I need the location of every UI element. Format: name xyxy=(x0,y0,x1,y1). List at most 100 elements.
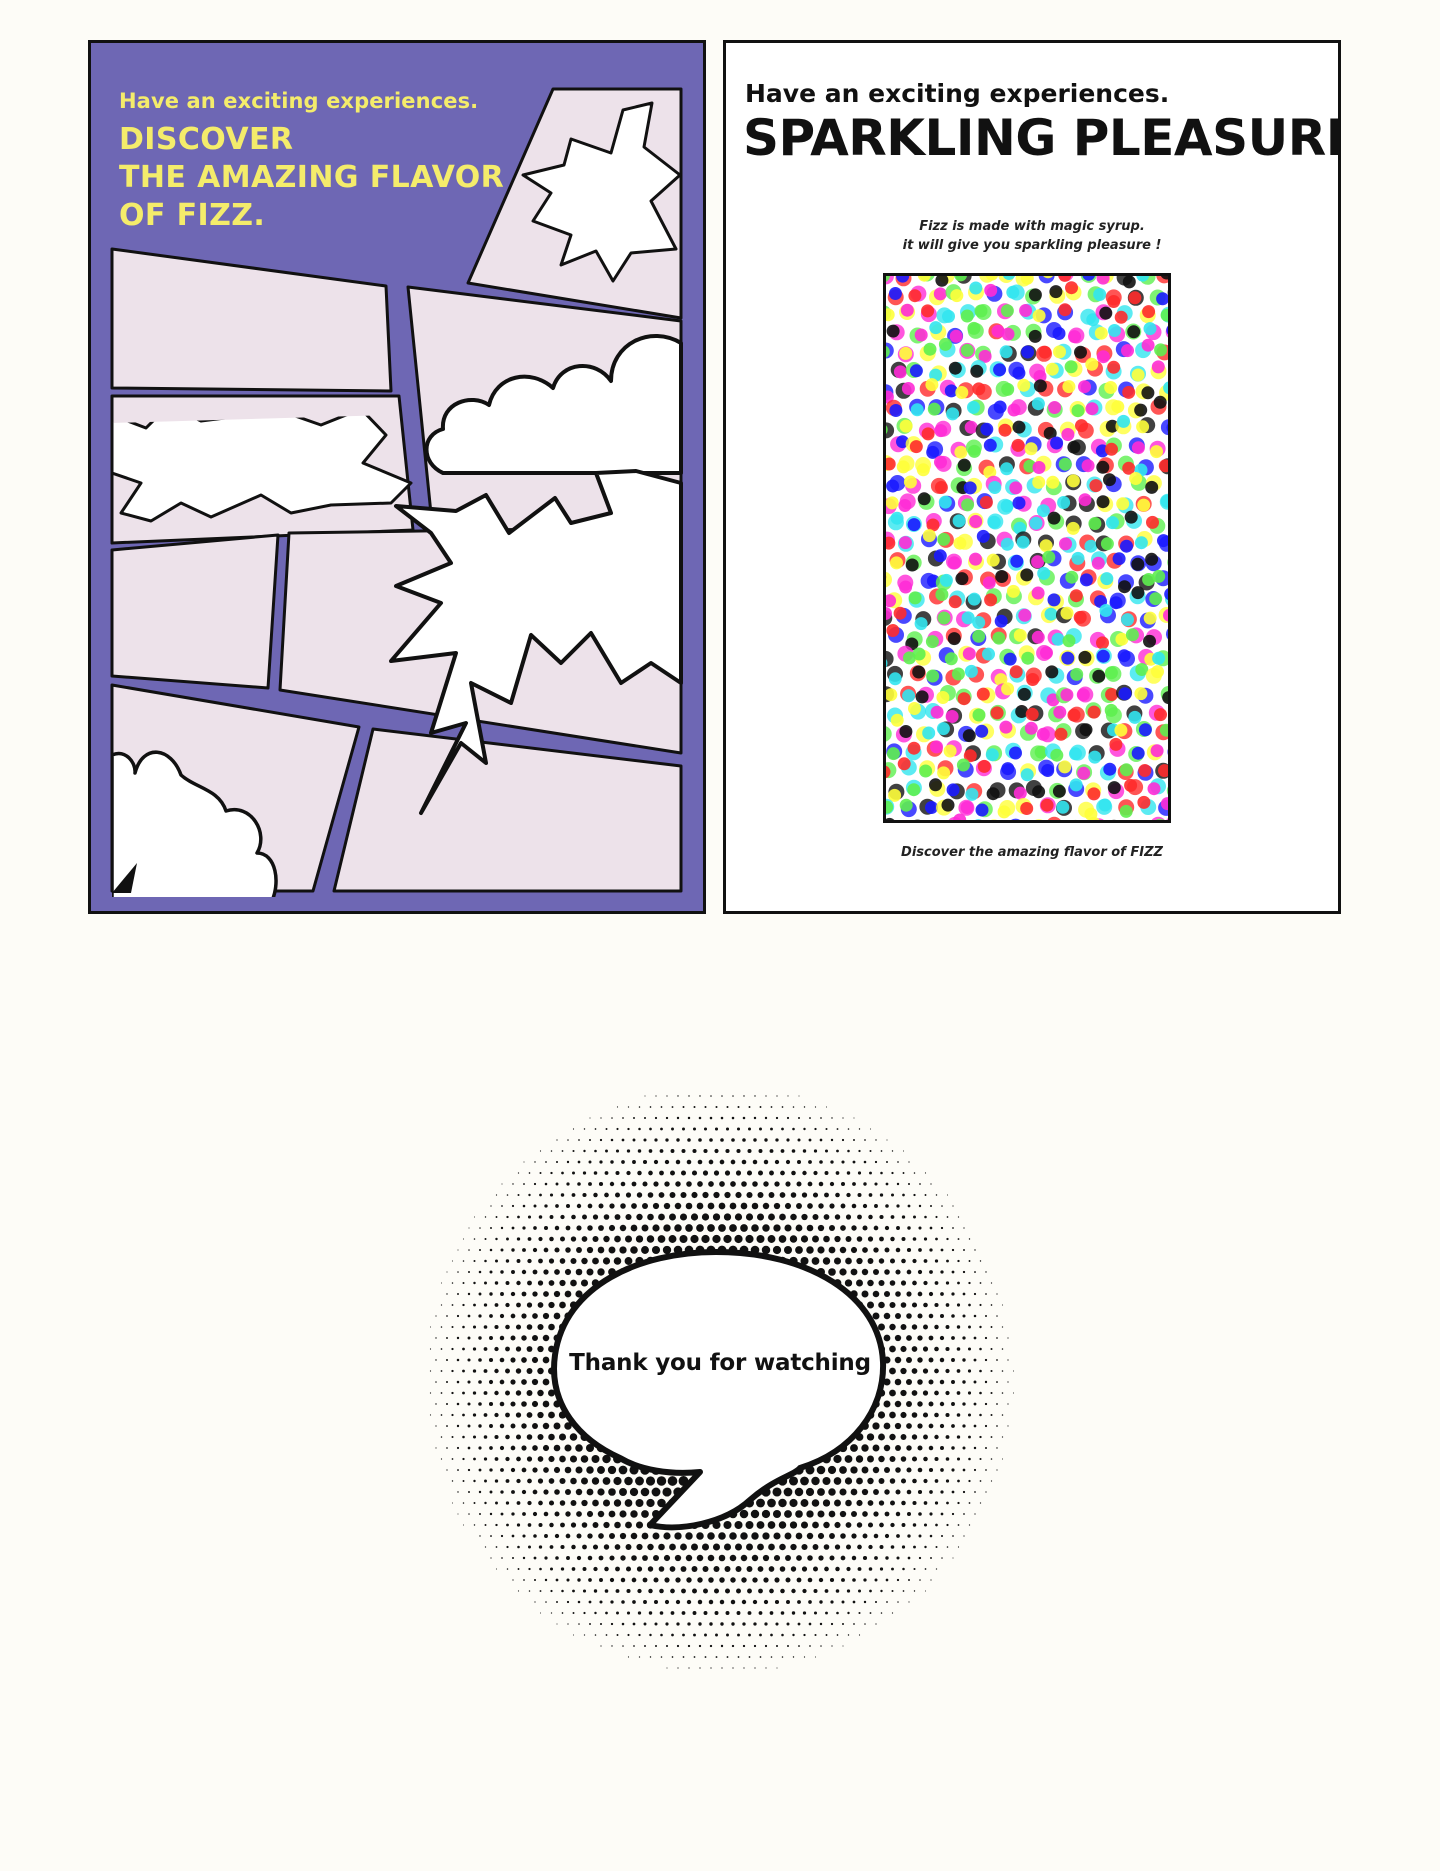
halftone-dot xyxy=(685,1224,693,1232)
confetti-dot xyxy=(970,364,984,378)
confetti-dot xyxy=(1124,778,1138,792)
halftone-dot xyxy=(565,1247,571,1253)
confetti-dot xyxy=(990,819,998,820)
halftone-dot xyxy=(500,1270,504,1274)
halftone-dot xyxy=(531,1400,539,1408)
halftone-dot xyxy=(566,1556,570,1560)
left-title: DISCOVER THE AMAZING FLAVOR OF FIZZ. xyxy=(119,121,504,235)
halftone-dot xyxy=(652,1224,660,1232)
halftone-dot xyxy=(663,1202,671,1210)
halftone-dot xyxy=(767,1235,776,1243)
halftone-dot xyxy=(704,1105,707,1109)
halftone-dot xyxy=(675,1181,681,1187)
confetti-dot xyxy=(1096,649,1110,663)
confetti-dot xyxy=(1107,295,1121,308)
halftone-dot xyxy=(853,1623,855,1625)
halftone-dot xyxy=(702,1170,709,1176)
halftone-dot xyxy=(945,1479,950,1483)
confetti-dot xyxy=(1147,782,1161,796)
halftone-dot xyxy=(648,1588,653,1594)
confetti-dot xyxy=(899,419,913,433)
halftone-dot xyxy=(456,1358,460,1362)
halftone-dot xyxy=(588,1160,592,1164)
halftone-dot xyxy=(714,1588,719,1594)
halftone-dot xyxy=(501,1205,503,1207)
halftone-dot xyxy=(847,1611,850,1615)
halftone-dot xyxy=(890,1545,895,1549)
halftone-dot xyxy=(566,1160,570,1164)
halftone-dot xyxy=(851,1511,857,1517)
confetti-dot xyxy=(975,724,989,738)
halftone-dot xyxy=(643,1138,647,1142)
halftone-dot xyxy=(923,1501,928,1505)
confetti-dot xyxy=(997,805,1011,819)
halftone-dot xyxy=(829,1533,835,1539)
halftone-dot xyxy=(489,1248,493,1252)
left-title-line: THE AMAZING FLAVOR xyxy=(119,160,505,195)
confetti-dot xyxy=(907,741,921,755)
halftone-dot xyxy=(587,1203,593,1209)
confetti-dot xyxy=(1053,705,1067,719)
halftone-dot xyxy=(582,1567,587,1571)
halftone-dot xyxy=(883,1312,891,1320)
confetti-dot xyxy=(967,321,981,335)
halftone-dot xyxy=(769,1149,774,1153)
halftone-dot xyxy=(790,1543,797,1551)
halftone-dot xyxy=(856,1257,863,1265)
halftone-dot xyxy=(823,1521,830,1529)
halftone-dot xyxy=(857,1193,862,1197)
halftone-dot xyxy=(790,1192,797,1198)
halftone-dot xyxy=(550,1150,553,1152)
halftone-dot xyxy=(484,1216,487,1218)
halftone-dot xyxy=(979,1480,982,1482)
halftone-dot xyxy=(794,1487,804,1497)
halftone-dot xyxy=(483,1457,488,1461)
halftone-dot xyxy=(792,1633,795,1637)
halftone-dot xyxy=(934,1456,939,1462)
halftone-dot xyxy=(781,1656,784,1658)
confetti-dot xyxy=(886,659,888,668)
halftone-dot xyxy=(734,1520,743,1530)
halftone-dot xyxy=(866,1433,875,1441)
halftone-dot xyxy=(879,1522,884,1528)
halftone-dot xyxy=(746,1543,753,1551)
halftone-dot xyxy=(896,1534,900,1538)
halftone-dot xyxy=(693,1656,696,1658)
halftone-dot xyxy=(630,1224,638,1232)
halftone-dot xyxy=(979,1325,982,1329)
halftone-dot xyxy=(709,1644,713,1648)
confetti-dot xyxy=(886,324,900,338)
confetti-dot xyxy=(985,276,999,281)
halftone-dot xyxy=(533,1182,537,1186)
halftone-dot xyxy=(928,1423,934,1429)
halftone-dot xyxy=(819,1600,823,1604)
halftone-dot xyxy=(576,1555,582,1561)
halftone-dot xyxy=(917,1489,923,1495)
halftone-dot xyxy=(598,1225,604,1231)
halftone-dot xyxy=(890,1522,895,1528)
halftone-dot xyxy=(862,1225,868,1231)
confetti-dot xyxy=(1012,496,1026,510)
halftone-dot xyxy=(539,1150,542,1152)
halftone-dot xyxy=(600,1645,602,1647)
confetti-dot xyxy=(1031,630,1045,644)
halftone-dot xyxy=(802,1149,807,1153)
halftone-dot xyxy=(505,1479,510,1483)
confetti-dot xyxy=(1065,570,1079,584)
halftone-dot xyxy=(917,1313,923,1319)
halftone-dot xyxy=(940,1512,944,1516)
halftone-dot xyxy=(560,1214,565,1220)
halftone-dot xyxy=(699,1667,701,1669)
halftone-dot xyxy=(647,1566,654,1572)
halftone-dot xyxy=(824,1192,829,1198)
halftone-dot xyxy=(797,1116,801,1120)
halftone-dot xyxy=(812,1235,819,1243)
confetti-dot xyxy=(1044,607,1058,621)
confetti-dot xyxy=(999,720,1013,734)
halftone-dot xyxy=(619,1510,627,1518)
halftone-dot xyxy=(707,1224,715,1232)
halftone-dot xyxy=(489,1424,493,1428)
halftone-dot xyxy=(537,1367,544,1375)
halftone-dot xyxy=(462,1325,465,1329)
halftone-dot xyxy=(724,1170,731,1176)
